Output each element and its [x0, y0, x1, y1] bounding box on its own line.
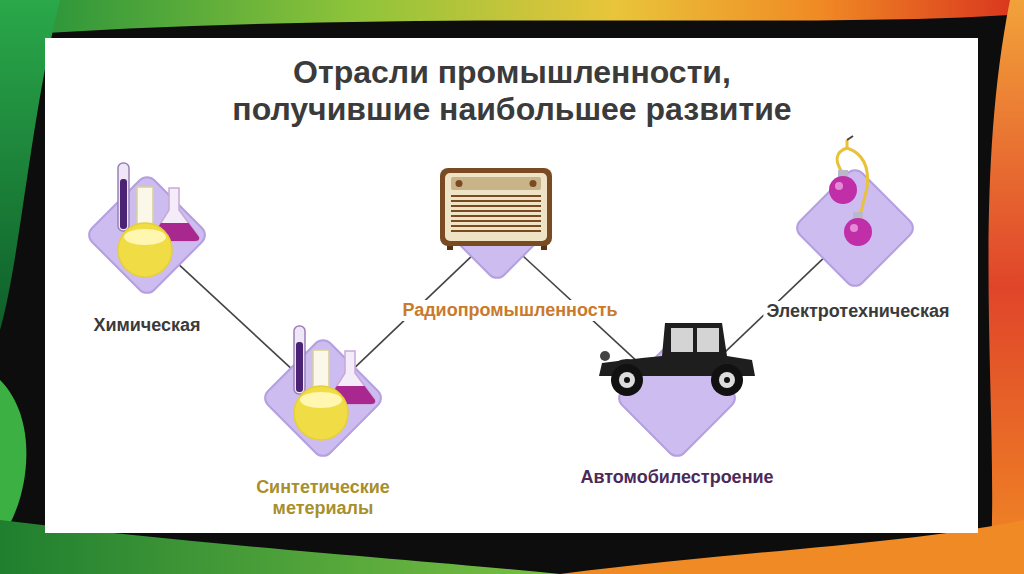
industry-node: Химическая	[85, 173, 209, 297]
industry-node: Синтетические метериалы	[261, 336, 385, 460]
industry-label: Синтетические метериалы	[245, 477, 401, 519]
diamond-icon	[85, 173, 209, 297]
diamond-icon	[261, 336, 385, 460]
industry-label: Автомобилестроение	[577, 467, 776, 488]
diamond-icon	[793, 166, 917, 290]
diamond-icon	[447, 182, 547, 282]
industry-node: Электротехническая	[793, 166, 917, 290]
industry-picture	[118, 163, 199, 277]
right-swoosh	[988, 0, 1024, 574]
industry-picture	[829, 136, 872, 246]
top-swoosh	[0, 0, 1024, 36]
diamond-icon	[615, 336, 739, 460]
industry-picture	[440, 168, 552, 250]
industry-label: Химическая	[90, 315, 203, 336]
industry-node: Радиопромышленность	[447, 182, 547, 282]
industry-picture	[294, 326, 375, 440]
left-swoosh	[0, 380, 26, 540]
slide-title: Отрасли промышленности, получившие наибо…	[212, 54, 812, 128]
industry-picture	[599, 323, 755, 396]
industry-label: Радиопромышленность	[399, 300, 620, 321]
industry-label: Электротехническая	[763, 301, 952, 322]
industry-node: Автомобилестроение	[615, 336, 739, 460]
white-panel	[45, 38, 978, 533]
